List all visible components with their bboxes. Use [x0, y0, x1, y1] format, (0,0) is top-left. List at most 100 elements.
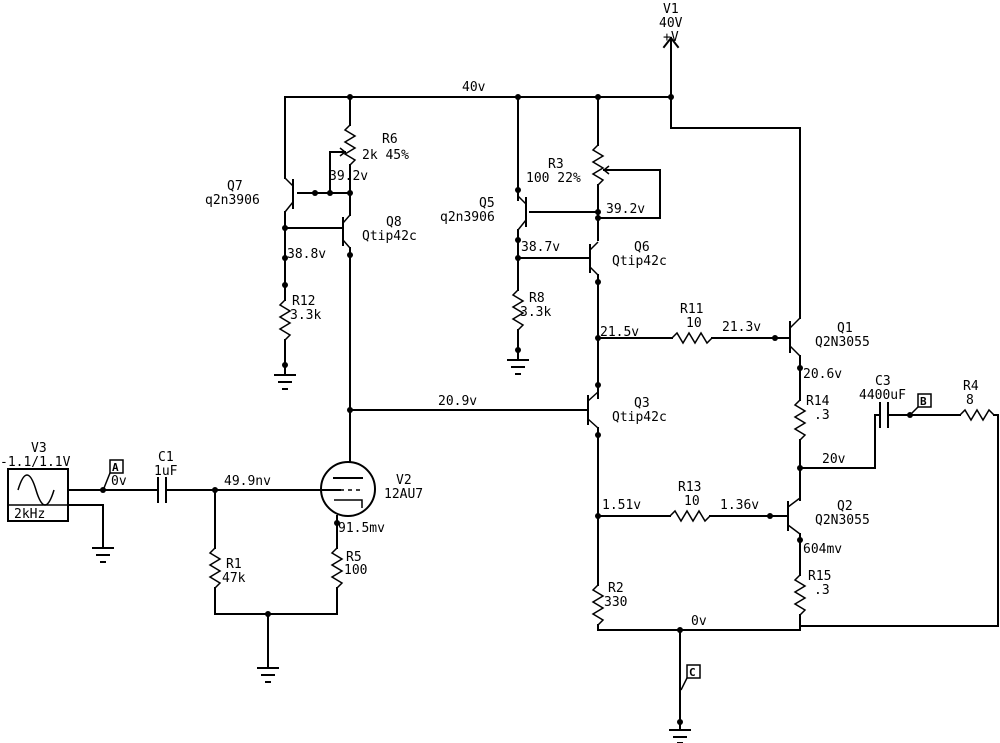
- resistor-r13: [597, 509, 789, 523]
- v2-value: 12AU7: [384, 487, 423, 502]
- q6-value: Qtip42c: [612, 254, 667, 269]
- r12-name: R12: [292, 294, 315, 309]
- q1-name: Q1: [837, 321, 853, 336]
- resistor-r5: [330, 547, 344, 615]
- r6-value: 2k 45%: [362, 148, 409, 163]
- bias-network-middle: [515, 96, 661, 241]
- resistor-r14: [793, 399, 876, 501]
- r15-name: R15: [808, 569, 831, 584]
- resistor-r1: [208, 489, 338, 669]
- q3-value: Qtip42c: [612, 410, 667, 425]
- probe-b-label: B: [920, 395, 927, 408]
- transistor-q7: [282, 177, 294, 301]
- r13-name: R13: [678, 480, 701, 495]
- q5-name: Q5: [479, 196, 495, 211]
- v3-name: V3: [31, 441, 47, 456]
- r1-value: 47k: [222, 571, 246, 586]
- r3-value: 100 22%: [526, 171, 581, 186]
- voltage-q8-base: 39.2v: [329, 169, 368, 184]
- voltage-q3-emitter: 1.51v: [602, 498, 641, 513]
- r6-name: R6: [382, 132, 398, 147]
- r8-name: R8: [529, 291, 545, 306]
- r2-name: R2: [608, 581, 624, 596]
- v1-value: 40V: [659, 16, 683, 31]
- q7-name: Q7: [227, 179, 243, 194]
- resistor-r8: [511, 289, 525, 361]
- transistor-q5: [515, 195, 591, 291]
- r4-name: R4: [963, 379, 979, 394]
- transistor-q6: [589, 241, 601, 399]
- ground-symbol: [257, 667, 279, 683]
- voltage-cathode: 91.5mv: [338, 521, 385, 536]
- voltage-q1-base: 21.3v: [722, 320, 761, 335]
- voltage-q6-base: 39.2v: [606, 202, 645, 217]
- voltage-q2-emitter: 604mv: [803, 542, 842, 557]
- resistor-r4: [799, 408, 999, 627]
- transistor-q3: [587, 391, 601, 586]
- bias-network-left: [284, 96, 357, 216]
- q6-name: Q6: [634, 240, 650, 255]
- r11-value: 10: [686, 316, 702, 331]
- voltage-grid: 49.9nv: [224, 474, 271, 489]
- r4-value: 8: [966, 393, 974, 408]
- voltage-input: 0v: [111, 474, 127, 489]
- probe-c[interactable]: C: [680, 664, 701, 691]
- r3-name: R3: [548, 157, 564, 172]
- r5-name: R5: [346, 550, 362, 565]
- r8-value: 3.3k: [520, 305, 551, 320]
- q8-name: Q8: [386, 215, 402, 230]
- q5-value: q2n3906: [440, 210, 495, 225]
- r11-name: R11: [680, 302, 703, 317]
- q8-value: Qtip42c: [362, 229, 417, 244]
- transistor-q8: [284, 214, 589, 413]
- probe-a[interactable]: A: [103, 459, 124, 489]
- r5-value: 100: [344, 563, 367, 578]
- r12-value: 3.3k: [290, 308, 321, 323]
- q1-value: Q2N3055: [815, 335, 870, 350]
- v2-name: V2: [396, 473, 412, 488]
- resistor-r15: [793, 574, 807, 631]
- voltage-ground: 0v: [691, 614, 707, 629]
- probe-a-label: A: [112, 461, 119, 474]
- c1-name: C1: [158, 450, 174, 465]
- voltage-q7-collector: 38.8v: [287, 247, 326, 262]
- v3-frequency: 2kHz: [14, 507, 45, 522]
- ground-symbol: [507, 359, 529, 375]
- c3-value: 4400uF: [859, 388, 906, 403]
- resistor-r2: [591, 584, 801, 731]
- q2-name: Q2: [837, 499, 853, 514]
- r15-value: .3: [814, 583, 830, 598]
- r1-name: R1: [226, 557, 242, 572]
- ground-symbol: [274, 374, 296, 390]
- transistor-q1: [789, 317, 803, 401]
- q7-value: q2n3906: [205, 193, 260, 208]
- capacitor-c3: [874, 402, 961, 428]
- r14-name: R14: [806, 394, 830, 409]
- c3-name: C3: [875, 374, 891, 389]
- voltage-q1-emitter: 20.6v: [803, 367, 842, 382]
- r13-value: 10: [684, 494, 700, 509]
- c1-value: 1uF: [154, 464, 178, 479]
- signal-source-v3: [7, 468, 159, 549]
- voltage-q3-collector: 21.5v: [600, 325, 639, 340]
- r2-value: 330: [604, 595, 627, 610]
- ground-symbol: [92, 547, 114, 563]
- voltage-q2-base: 1.36v: [720, 498, 759, 513]
- resistor-r11: [597, 331, 791, 345]
- r14-value: .3: [814, 408, 830, 423]
- voltage-q3-base: 20.9v: [438, 394, 477, 409]
- vacuum-tube-v2: [320, 409, 376, 549]
- v3-value: -1.1/1.1V: [0, 455, 71, 470]
- v1-name: V1: [663, 2, 679, 17]
- voltage-q5-collector: 38.7v: [521, 240, 560, 255]
- v1-sign: +V: [663, 30, 679, 45]
- rail-voltage: 40v: [462, 80, 486, 95]
- q2-value: Q2N3055: [815, 513, 870, 528]
- probe-c-label: C: [689, 666, 696, 679]
- q3-name: Q3: [634, 396, 650, 411]
- voltage-output: 20v: [822, 452, 846, 467]
- transistor-q2: [787, 497, 803, 576]
- probe-b[interactable]: B: [911, 393, 932, 414]
